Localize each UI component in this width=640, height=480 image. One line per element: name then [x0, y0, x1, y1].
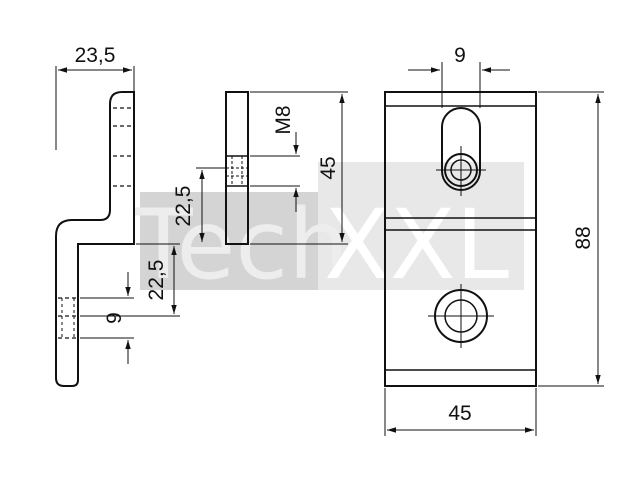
- dim-label-hole-9: 9: [103, 312, 126, 324]
- side-profile-outline: [55, 91, 135, 387]
- front-outline: [384, 91, 537, 387]
- dimension-lower-offsets: [80, 243, 180, 364]
- dimension-section: [196, 91, 348, 245]
- side-view: [55, 91, 135, 387]
- dimension-slot-width: [408, 62, 510, 108]
- watermark: Tech XXL: [133, 162, 524, 301]
- dimension-total-height: [538, 91, 604, 387]
- dim-label-lower-offset: 22,5: [145, 260, 168, 301]
- watermark-suffix: XXL: [324, 189, 509, 301]
- dimension-total-width: [384, 388, 537, 436]
- dim-label-side-width: 23,5: [75, 44, 116, 67]
- dim-label-total-height: 88: [572, 226, 595, 249]
- dim-label-total-width: 45: [448, 402, 471, 425]
- dim-label-upper-offset: 22,5: [172, 186, 195, 227]
- dim-label-slot-width: 9: [454, 44, 466, 67]
- watermark-box: [140, 192, 318, 290]
- dim-label-thread: M8: [272, 105, 295, 134]
- watermark-box-right: [318, 162, 524, 290]
- dimension-side-width: [55, 66, 135, 150]
- center-lines: [428, 146, 494, 348]
- dim-label-height-45: 45: [317, 156, 340, 179]
